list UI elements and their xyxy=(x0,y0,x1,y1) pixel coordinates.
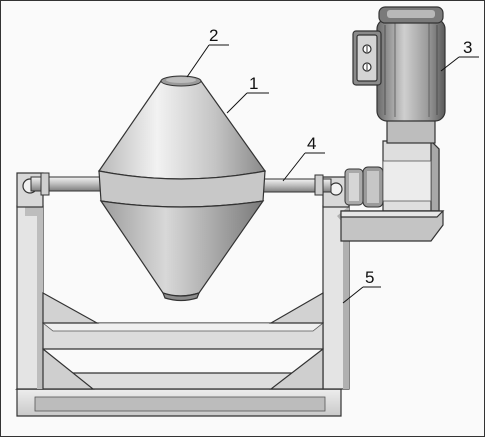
gearbox xyxy=(382,139,440,212)
terminal-box-icon xyxy=(352,30,382,86)
callout-4: 4 xyxy=(282,134,325,182)
drive-motor xyxy=(352,6,446,144)
callout-label-2: 2 xyxy=(209,26,218,45)
callout-2: 2 xyxy=(186,26,229,78)
callout-5: 5 xyxy=(342,268,381,304)
callout-label-3: 3 xyxy=(463,38,472,57)
callout-1: 1 xyxy=(226,74,269,114)
callout-3: 3 xyxy=(440,38,479,72)
drive-coupling xyxy=(344,166,384,208)
callout-label-4: 4 xyxy=(307,134,316,153)
motor-base-plate xyxy=(340,210,445,242)
callout-label-1: 1 xyxy=(249,74,258,93)
motor-fan-cover-icon xyxy=(378,6,444,24)
cone-vessel xyxy=(97,80,267,302)
callout-label-5: 5 xyxy=(365,268,374,287)
charging-port xyxy=(160,75,202,87)
support-frame xyxy=(15,172,350,417)
